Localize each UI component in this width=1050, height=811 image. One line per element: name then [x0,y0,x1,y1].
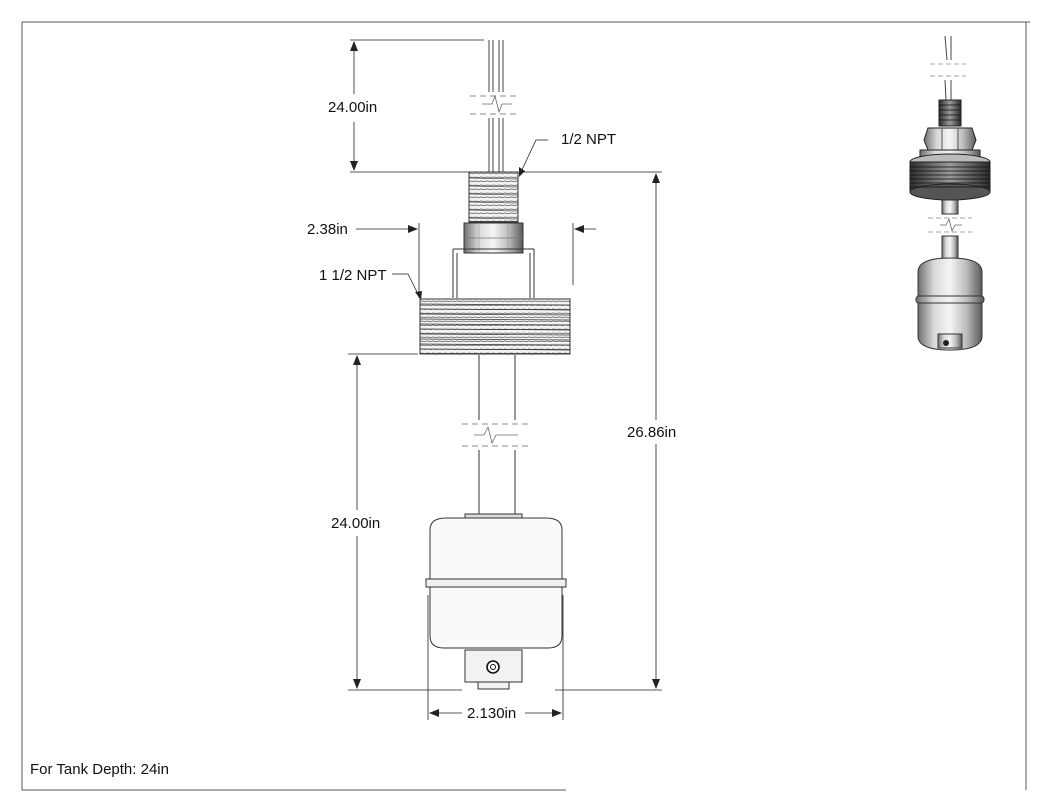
float-switch-front-view [419,40,571,690]
float [425,513,567,649]
hex-width-label: 2.38in [307,221,348,238]
top-thread [468,171,519,223]
float-switch-isometric-view [909,35,991,351]
drawing-frame [21,21,1030,791]
dimension-lines [348,39,662,720]
float-diameter-label: 2.130in [467,705,516,722]
mount-thread-label: 1 1/2 NPT [319,267,387,284]
bottom-collar [464,649,523,690]
stem-break-mark [462,423,530,447]
wire-break-mark [470,94,520,115]
mount-thread [419,298,571,355]
lead-wires [488,40,504,172]
tank-depth-note: For Tank Depth: 24in [30,761,169,778]
stem-length-label: 24.00in [331,515,380,532]
overall-length-label: 26.86in [627,424,676,441]
stem [478,355,516,516]
cable-length-label: 24.00in [328,99,377,116]
top-thread-label: 1/2 NPT [561,131,616,148]
